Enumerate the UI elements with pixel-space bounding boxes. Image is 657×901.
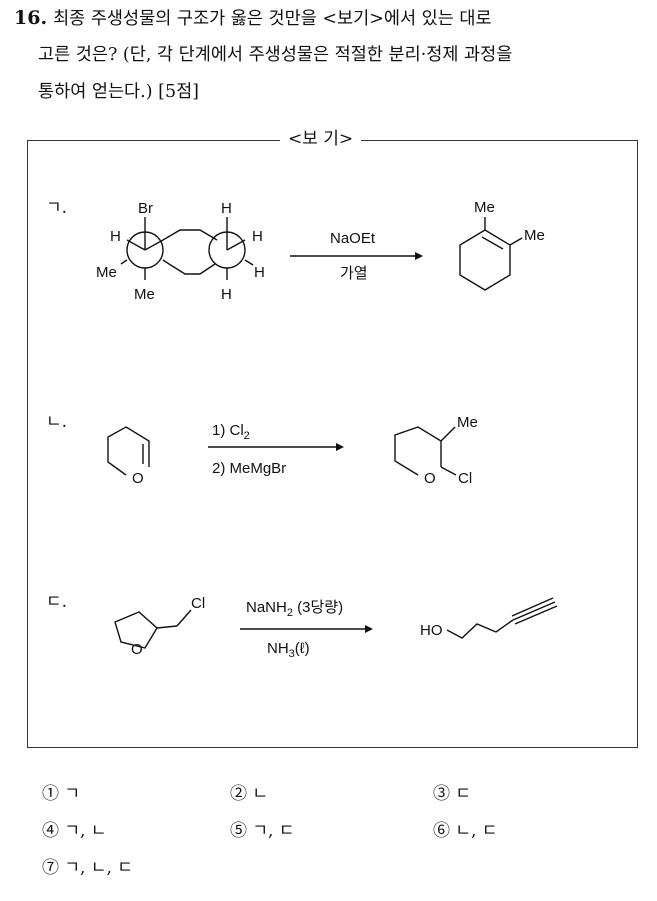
choice-3[interactable]: ③ ㄷ: [433, 779, 471, 804]
choice-7-number: ⑦: [42, 858, 59, 878]
atom-o-reactant: O: [132, 470, 144, 487]
atom-h-5: H: [221, 286, 232, 303]
reagent-nh3: NH3(ℓ): [267, 640, 310, 660]
atom-me-product: Me: [457, 414, 478, 431]
choice-4[interactable]: ④ ㄱ, ㄴ: [42, 816, 107, 841]
ring-bridge: [162, 229, 218, 241]
question-number: 16.: [14, 7, 48, 29]
question-text-1: 최종 주생성물의 구조가 옳은 것만을 <보기>에서 있는 대로: [53, 9, 492, 29]
arrowhead-a: [415, 252, 423, 260]
choice-5[interactable]: ⑤ ㄱ, ㄷ: [230, 816, 295, 841]
reagent-memgbr: 2) MeMgBr: [212, 460, 286, 477]
atom-cl-product: Cl: [458, 470, 472, 487]
choice-2-text: ㄴ: [252, 784, 269, 804]
choice-5-text: ㄱ, ㄷ: [252, 821, 295, 841]
choice-7-text: ㄱ, ㄴ, ㄷ: [64, 858, 133, 878]
choice-5-number: ⑤: [230, 821, 247, 841]
dihydropyran: [107, 426, 150, 476]
atom-br: Br: [138, 200, 153, 217]
choice-6-text: ㄴ, ㄷ: [455, 821, 498, 841]
choice-1[interactable]: ① ㄱ: [42, 779, 80, 804]
choice-4-text: ㄱ, ㄴ: [64, 821, 107, 841]
reagent-heat: 가열: [340, 265, 368, 282]
arrowhead-b: [336, 443, 344, 451]
choice-2-number: ②: [230, 784, 247, 804]
choice-4-number: ④: [42, 821, 59, 841]
product-pentynol: [446, 597, 558, 639]
choice-3-number: ③: [433, 784, 450, 804]
product-tetrahydropyran: [394, 426, 457, 476]
question-line-3: 통하여 얻는다.) [5점]: [38, 82, 200, 102]
atom-h-4: H: [254, 264, 265, 281]
atom-me-p1: Me: [474, 199, 495, 216]
item-a-label: ㄱ.: [46, 198, 68, 218]
choice-3-text: ㄷ: [455, 784, 472, 804]
bogi-title: <보 기>: [280, 128, 362, 150]
atom-o-thf: O: [131, 641, 143, 658]
atom-cl-reactant: Cl: [191, 595, 205, 612]
item-c-label: ㄷ.: [46, 592, 68, 612]
product-cyclohexene: [459, 217, 523, 291]
atom-me-1: Me: [96, 264, 117, 281]
atom-o-product: O: [424, 470, 436, 487]
newman-projection-1: [120, 217, 170, 280]
atom-ho-product: HO: [420, 622, 443, 639]
choice-6[interactable]: ⑥ ㄴ, ㄷ: [433, 816, 498, 841]
question-line-1: 16.최종 주생성물의 구조가 옳은 것만을 <보기>에서 있는 대로: [14, 6, 492, 31]
tetrahydrofurfuryl-chloride: [114, 609, 192, 649]
choice-7[interactable]: ⑦ ㄱ, ㄴ, ㄷ: [42, 853, 133, 878]
choice-2[interactable]: ② ㄴ: [230, 779, 268, 804]
reagent-nanh2: NaNH2 (3당량): [246, 599, 343, 619]
choice-1-number: ①: [42, 784, 59, 804]
reaction-c: Cl O NaNH2 (3당량) NH3(ℓ) HO: [114, 595, 558, 660]
reaction-a: Br H H H Me Me H H NaOEt 가열 Me Me: [96, 199, 545, 303]
reagent-cl2: 1) Cl2: [212, 422, 250, 442]
newman-projection-2: [208, 217, 254, 280]
atom-h-2: H: [221, 200, 232, 217]
arrowhead-c: [365, 625, 373, 633]
question-line-2: 고른 것은? (단, 각 단계에서 주생성물은 적절한 분리·정제 과정을: [38, 45, 513, 65]
reaction-b: O 1) Cl2 2) MeMgBr Me O Cl: [107, 414, 478, 487]
item-b-label: ㄴ.: [46, 412, 68, 432]
choice-1-text: ㄱ: [64, 784, 81, 804]
atom-me-2: Me: [134, 286, 155, 303]
reagent-naoet: NaOEt: [330, 230, 376, 247]
atom-h-1: H: [110, 228, 121, 245]
choice-6-number: ⑥: [433, 821, 450, 841]
atom-me-p2: Me: [524, 227, 545, 244]
atom-h-3: H: [252, 228, 263, 245]
